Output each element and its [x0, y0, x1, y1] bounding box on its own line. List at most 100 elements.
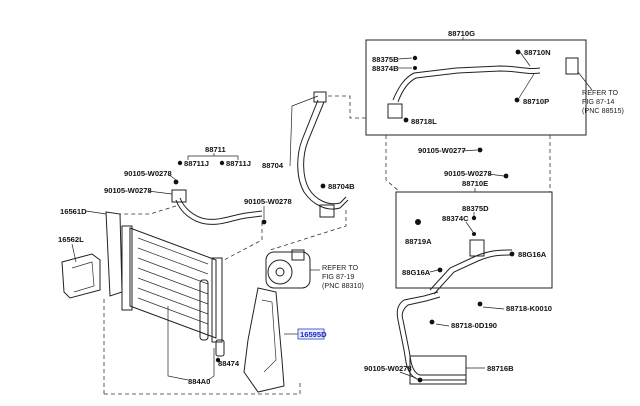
fitting-88704-bottom: [319, 204, 335, 218]
label-16562L[interactable]: 16562L: [58, 235, 84, 244]
dot-88375D: [471, 215, 477, 221]
condenser-core: [129, 227, 217, 339]
pipe-88710E-inner: [433, 254, 513, 295]
label-88704[interactable]: 88704: [262, 161, 284, 170]
ref1-line2[interactable]: FIG 87-14: [582, 97, 614, 106]
label-88719A[interactable]: 88719A: [405, 237, 432, 246]
box-88710G: [365, 39, 587, 136]
group-compressor: REFER TO FIG 87-19 (PNC 88310): [265, 249, 364, 290]
dash-condenser-enclosure: [103, 296, 301, 395]
label-88474[interactable]: 88474: [218, 359, 240, 368]
box-88710E: [395, 191, 553, 289]
dot-88711J-a: [177, 160, 183, 166]
label-88718-K0010[interactable]: 88718-K0010: [506, 304, 552, 313]
leader-884A0: [167, 306, 215, 381]
dash-88710G-down: [385, 135, 401, 193]
label-88375D[interactable]: 88375D: [462, 204, 489, 213]
leader-16562L: [71, 243, 77, 263]
label-88374B[interactable]: 88374B: [372, 64, 399, 73]
fitting-left: [387, 103, 403, 119]
leader-88718-0D190: [435, 323, 450, 327]
dot-90105-a: [173, 179, 179, 185]
leader-88704: [289, 95, 319, 167]
label-90105-2[interactable]: 90105-W0278: [104, 186, 152, 195]
label-88718L[interactable]: 88718L: [411, 117, 437, 126]
group-condenser: 16561D 16562L 88474 884A0 16595D: [58, 205, 327, 395]
label-90105-5[interactable]: 90105-W0278: [364, 364, 412, 373]
label-88710E[interactable]: 88710E: [462, 179, 488, 188]
dot-90105-5: [417, 377, 423, 383]
label-90105-1[interactable]: 90105-W0278: [124, 169, 172, 178]
label-90105-277[interactable]: 90105-W0277: [418, 146, 466, 155]
fitting-88710E: [469, 239, 485, 257]
leader-88710N: [519, 51, 531, 67]
label-88G16A-r[interactable]: 88G16A: [518, 250, 547, 259]
label-88710P[interactable]: 88710P: [523, 97, 549, 106]
leader-88710P: [518, 73, 535, 99]
label-88374C[interactable]: 88374C: [442, 214, 469, 223]
pipe-88711-inner: [179, 197, 263, 220]
seal-16595D-inner: [261, 299, 277, 373]
ref2-line1[interactable]: REFER TO: [322, 263, 358, 272]
label-88710G[interactable]: 88710G: [448, 29, 475, 38]
label-90105-4[interactable]: 90105-W0278: [444, 169, 492, 178]
ref2-line3[interactable]: (PNC 88310): [322, 281, 364, 290]
label-90105-3[interactable]: 90105-W0278: [244, 197, 292, 206]
label-16561D[interactable]: 16561D: [60, 207, 87, 216]
hose-88704-inner: [303, 101, 347, 205]
group-88711: 88711 88711J 88711J 90105-W0278 90105-W0…: [104, 145, 292, 225]
leader-88G16A-l: [429, 269, 439, 273]
seal-16562L-inner: [71, 261, 95, 293]
dot-88718-0D190: [429, 319, 435, 325]
label-16595D[interactable]: 16595D: [300, 330, 327, 339]
box-88716B: [409, 355, 467, 385]
condenser-fins-1: [137, 237, 209, 325]
dot-88704B: [320, 183, 326, 189]
dash-88711-condenser: [120, 205, 263, 261]
seal-16595D: [243, 287, 285, 393]
condenser-tank-right: [211, 257, 223, 343]
dryer-88474: [215, 339, 225, 357]
dot-88G16A-r: [509, 251, 515, 257]
group-88710G: 88710G 88375B 88374B 88710N 88710P 88718…: [365, 29, 624, 136]
ref1-line3[interactable]: (PNC 88515): [582, 106, 624, 115]
leader-16561D: [85, 210, 107, 215]
label-88718-0D190[interactable]: 88718-0D190: [451, 321, 497, 330]
dot-88710P: [514, 97, 520, 103]
seal-16562L: [61, 253, 101, 299]
leader-88718-K0010: [482, 306, 505, 310]
label-88375B[interactable]: 88375B: [372, 55, 399, 64]
leader-90105-277: [461, 149, 478, 152]
label-88711J-a[interactable]: 88711J: [184, 159, 209, 168]
dot-88710N: [515, 49, 521, 55]
pipe-88710G-inner: [397, 70, 541, 103]
dot-90105-4: [503, 173, 509, 179]
leader-90105-5: [399, 371, 417, 379]
leader-90105-4: [487, 173, 505, 177]
condenser-tank-left: [121, 225, 133, 311]
dash-88704-compressor: [269, 210, 347, 251]
label-88G16A-l[interactable]: 88G16A: [402, 268, 431, 277]
dot-90105-277: [477, 147, 483, 153]
label-88711J-b[interactable]: 88711J: [226, 159, 251, 168]
dot-88374C: [472, 232, 476, 236]
label-88711[interactable]: 88711: [205, 145, 226, 154]
fitting-88704-top: [313, 91, 327, 103]
pipe-88711: [175, 199, 263, 225]
ref2-line2[interactable]: FIG 87-19: [322, 272, 354, 281]
label-884A0[interactable]: 884A0: [188, 377, 210, 386]
compressor-body: [265, 251, 311, 289]
receiver-88474: [199, 279, 209, 341]
dot-88G16A-l: [437, 267, 443, 273]
label-88704B[interactable]: 88704B: [328, 182, 355, 191]
compressor-hub: [275, 267, 285, 277]
dot-88711J-b: [219, 160, 225, 166]
group-88704: 88704 88704B: [262, 91, 366, 251]
label-88716B[interactable]: 88716B: [487, 364, 514, 373]
label-88710N[interactable]: 88710N: [524, 48, 551, 57]
ref1-line1[interactable]: REFER TO: [582, 88, 618, 97]
fitting-right: [565, 57, 579, 75]
dot-88374B: [413, 66, 417, 70]
leader-88375B: [397, 57, 413, 60]
